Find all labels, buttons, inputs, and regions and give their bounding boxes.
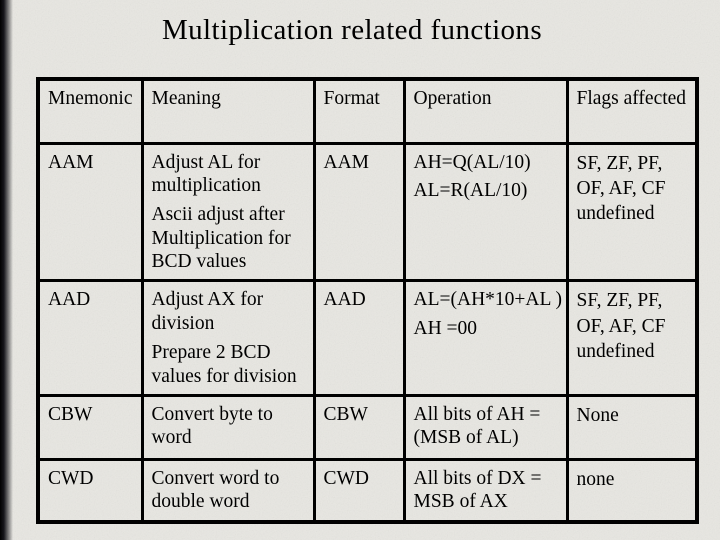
cell-operation: All bits of AH = (MSB of AL) [402,394,569,462]
left-edge-shadow [0,0,13,540]
cell-format: AAD [312,279,406,398]
cell-mnemonic: AAM [36,141,144,283]
cell-operation: AH=Q(AL/10) AL=R(AL/10) [402,141,569,283]
col-header-operation: Operation [402,77,569,145]
mnemonic-value: CWD [48,468,94,490]
cell-mnemonic: CWD [36,458,144,524]
format-value: CBW [323,404,368,426]
table-row-cwd: CWD Convert word to double word CWD All … [36,458,699,524]
cell-meaning: Convert word to double word [140,458,316,524]
format-value: CWD [323,468,370,490]
operation-line: AL=(AH*10+AL ) [413,289,563,311]
cell-flags: SF, ZF, PF, OF, AF, CF undefined [565,279,699,398]
mnemonic-value: AAD [48,289,91,311]
meaning-paragraph: Prepare 2 BCD values for division [151,342,297,387]
col-header-format: Format [312,77,406,145]
slide-title: Multiplication related functions [161,14,543,46]
operation-line: AL=R(AL/10) [413,179,528,201]
cell-meaning: Adjust AL for multiplication Ascii adjus… [140,141,316,283]
cell-format: AAM [312,141,406,283]
col-header-flags: Flags affected [565,77,699,145]
col-header-meaning: Meaning [140,77,316,145]
operation-line: All bits of DX = MSB of AX [413,468,542,513]
table-header-row: Mnemonic Meaning Format Operation Flags … [36,77,699,145]
flags-value: SF, ZF, PF, OF, AF, CF undefined [576,290,666,363]
cell-meaning: Convert byte to word [140,394,316,462]
format-value: AAD [323,289,366,311]
table-row-cbw: CBW Convert byte to word CBW All bits of… [36,394,699,462]
operation-line: AH =00 [413,317,478,339]
table-row-aad: AAD Adjust AX for division Prepare 2 BCD… [36,279,699,398]
flags-value: None [576,405,619,427]
operation-line: All bits of AH = (MSB of AL) [413,404,541,449]
meaning-paragraph: Convert byte to word [151,404,273,449]
meaning-paragraph: Adjust AL for multiplication [151,151,261,196]
cell-mnemonic: AAD [36,279,144,398]
cell-operation: All bits of DX = MSB of AX [402,458,569,524]
operation-line: AH=Q(AL/10) [413,151,531,173]
format-value: AAM [323,151,370,173]
flags-value: SF, ZF, PF, OF, AF, CF undefined [576,152,666,225]
col-header-mnemonic: Mnemonic [36,77,144,145]
mnemonic-value: AAM [48,151,94,173]
meaning-paragraph: Convert word to double word [151,468,280,513]
meaning-paragraph: Adjust AX for division [151,289,264,334]
table-row-aam: AAM Adjust AL for multiplication Ascii a… [36,141,699,283]
instructions-table: Mnemonic Meaning Format Operation Flags … [36,77,699,524]
cell-format: CWD [312,458,406,524]
cell-flags: None [565,394,699,462]
meaning-paragraph: Ascii adjust after Multiplication for BC… [151,204,291,273]
cell-flags: none [565,458,699,524]
cell-format: CBW [312,394,406,462]
mnemonic-value: CBW [48,404,93,426]
cell-flags: SF, ZF, PF, OF, AF, CF undefined [565,141,699,283]
cell-mnemonic: CBW [36,394,144,462]
cell-operation: AL=(AH*10+AL ) AH =00 [402,279,569,398]
cell-meaning: Adjust AX for division Prepare 2 BCD val… [140,279,316,398]
flags-value: none [576,469,615,491]
